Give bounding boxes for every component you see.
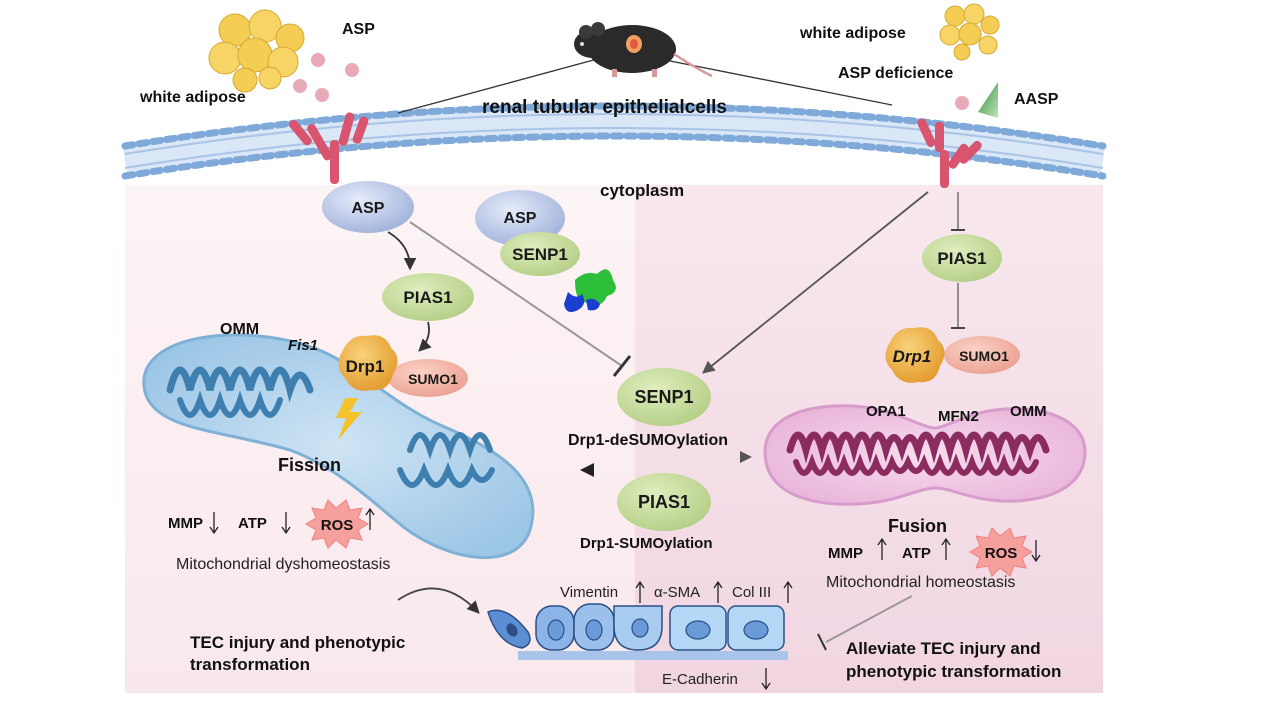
receptor-inhibits-pias1 — [951, 192, 965, 231]
mito-homeo-label: Mitochondrial homeostasis — [826, 574, 1015, 591]
tec-injury-line1: TEC injury and phenotypic — [190, 633, 405, 652]
sumo1-right-text: SUMO1 — [959, 348, 1009, 364]
ecadherin-label: E-Cadherin — [662, 671, 738, 688]
mito-dys-label: Mitochondrial dyshomeostasis — [176, 556, 390, 573]
asp-bound-text: ASP — [352, 200, 385, 217]
omm-left-label: OMM — [220, 321, 259, 338]
pias1-center-node — [617, 473, 711, 531]
asp-inhibits-senp1 — [409, 221, 632, 377]
sumo1-right-node — [944, 336, 1020, 374]
asp-particles — [293, 53, 359, 102]
mitochondrion-right — [763, 404, 1087, 506]
pias1-right-text: PIAS1 — [937, 249, 986, 268]
senp1-complex-text: SENP1 — [512, 245, 568, 264]
aasp-triangle-icon — [978, 82, 998, 118]
pias1-center-text: PIAS1 — [638, 492, 690, 512]
cytoplasm-label: cytoplasm — [600, 181, 684, 200]
indicator-arrows — [209, 507, 1041, 691]
drp1-right-text: Drp1 — [893, 347, 932, 366]
sumo1-left-node — [388, 359, 468, 397]
pias1-left-node — [382, 273, 474, 321]
ros-right-label: ROS — [985, 545, 1018, 562]
asp-particle-right — [955, 96, 969, 110]
senp1-center-node — [617, 368, 711, 426]
atp-right-label: ATP — [902, 545, 931, 562]
white-adipose-right-label: white adipose — [799, 25, 906, 42]
mmp-right-label: MMP — [828, 545, 863, 562]
opa1-label: OPA1 — [866, 403, 906, 420]
vimentin-label: Vimentin — [560, 584, 618, 601]
asp-deficience-label: ASP deficience — [838, 65, 953, 82]
fusion-label: Fusion — [888, 516, 947, 536]
homeostasis-alleviate-inhibition — [817, 595, 913, 651]
ros-burst-icon — [305, 499, 369, 549]
omm-right-label: OMM — [1010, 403, 1047, 420]
desumo-flow-arrow — [650, 451, 752, 463]
atp-left-label: ATP — [238, 515, 267, 532]
drp1-left-node — [338, 335, 398, 391]
fission-label: Fission — [278, 455, 341, 475]
renal-cells-label: renal tubular epithelialcells — [482, 97, 727, 118]
mmp-left-label: MMP — [168, 515, 203, 532]
tubular-epithelium — [487, 603, 788, 660]
asp-complex-node — [475, 190, 565, 246]
drp1-right-node — [885, 327, 945, 383]
alleviate-line2: phenotypic transformation — [846, 662, 1061, 681]
mitochondrion-left — [142, 333, 535, 560]
pias1-left-text: PIAS1 — [403, 288, 452, 307]
asp-to-pias1-arrow — [387, 231, 417, 271]
receptor-to-senp1-arrow — [702, 191, 929, 374]
asp-top-label: ASP — [342, 21, 375, 38]
col3-label: Col III — [732, 584, 771, 601]
sumo1-left-text: SUMO1 — [408, 371, 458, 387]
ros-burst-icon — [969, 527, 1033, 577]
adipocyte-cluster-icon — [208, 9, 305, 93]
receptor-right — [917, 118, 982, 188]
mouse-link-right — [639, 54, 893, 106]
mfn2-label: MFN2 — [938, 408, 979, 425]
asp-complex-text: ASP — [504, 210, 537, 227]
protein-structure-icon — [564, 269, 616, 312]
adipocyte-cluster-icon — [939, 3, 1000, 61]
ros-left-label: ROS — [321, 517, 354, 534]
mouse-icon — [574, 22, 713, 78]
senp1-complex-node — [500, 232, 580, 276]
drp1-sumo-label: Drp1-SUMOylation — [580, 535, 713, 552]
pias1-inhibits-drp1 — [951, 283, 965, 329]
asp-bound-node — [322, 181, 414, 233]
mouse-link-left — [397, 54, 613, 114]
dyshomeostasis-to-tec-arrow — [397, 587, 480, 614]
pias1-to-drp1-arrow — [418, 321, 432, 352]
alleviate-line1: Alleviate TEC injury and — [846, 639, 1041, 658]
tec-injury-line2: transformation — [190, 655, 310, 674]
fis1-label: Fis1 — [288, 337, 318, 354]
pias1-right-node — [922, 234, 1002, 282]
drp1-desumo-label: Drp1-deSUMOylation — [568, 432, 728, 449]
senp1-center-text: SENP1 — [634, 387, 693, 407]
asma-label: α-SMA — [654, 584, 700, 601]
white-adipose-left-label: white adipose — [139, 89, 246, 106]
receptor-left — [288, 112, 369, 184]
lightning-icon — [336, 398, 362, 440]
drp1-left-text: Drp1 — [346, 357, 385, 376]
aasp-label: AASP — [1014, 91, 1059, 108]
sumo-flow-arrow — [580, 463, 752, 477]
